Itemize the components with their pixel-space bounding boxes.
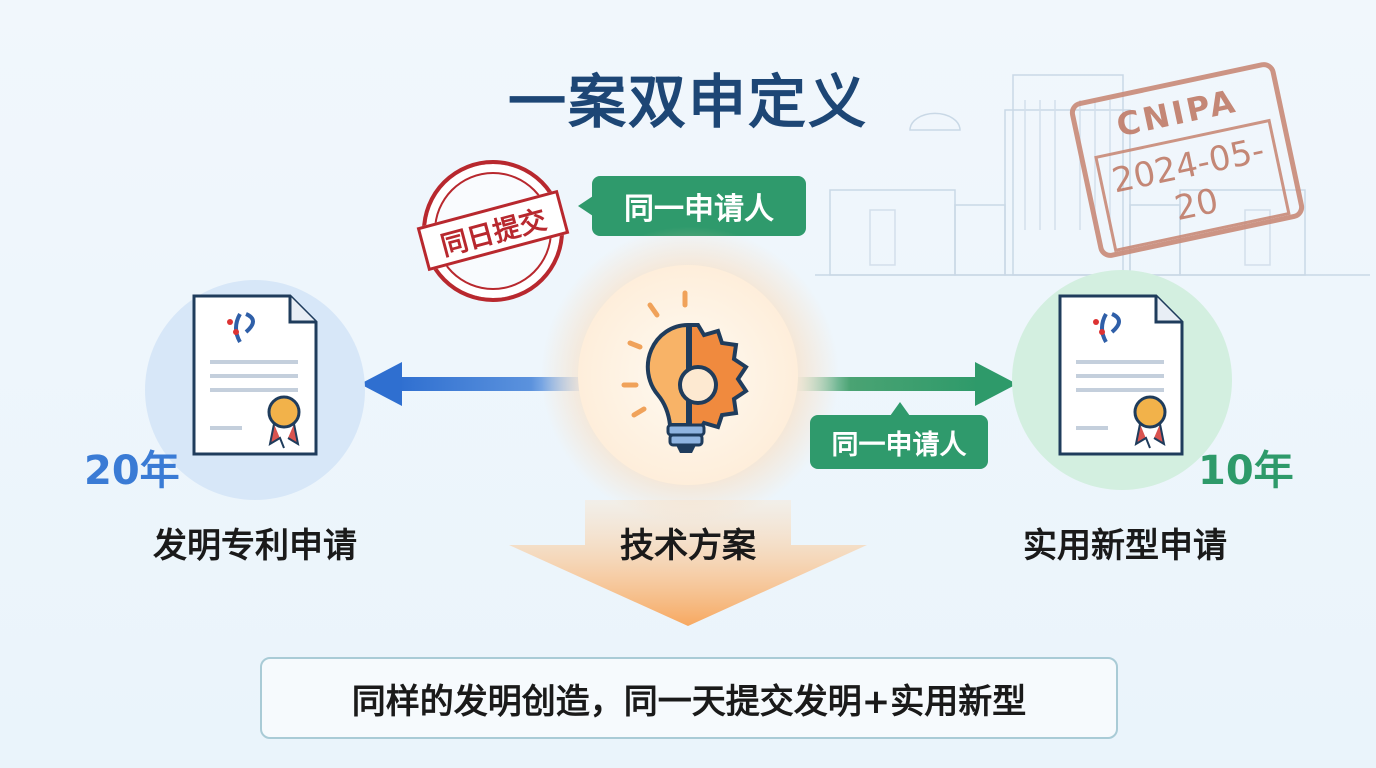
utility-model-term: 10年 <box>1198 448 1294 494</box>
down-arrow <box>509 500 867 626</box>
summary-text: 同样的发明创造，同一天提交发明+实用新型 <box>351 681 1027 722</box>
badge-pointer <box>890 402 910 416</box>
same-day-stamp-text: 同日提交 <box>416 189 570 272</box>
invention-label: 发明专利申请 <box>153 526 357 566</box>
summary-box: 同样的发明创造，同一天提交发明+实用新型 <box>260 657 1118 739</box>
tech-solution-label: 技术方案 <box>620 526 756 566</box>
same-applicant-badge-right: 同一申请人 <box>810 415 988 469</box>
same-day-stamp: 同日提交 <box>416 160 570 302</box>
invention-patent-document-icon <box>192 294 318 456</box>
badge-pointer <box>578 196 593 216</box>
badge-text: 同一申请人 <box>831 429 967 461</box>
utility-model-label: 实用新型申请 <box>1023 526 1227 566</box>
lightbulb-gear-icon <box>621 290 749 453</box>
arrow-to-utility-model <box>795 362 1017 406</box>
page-title: 一案双申定义 <box>507 68 868 136</box>
badge-text: 同一申请人 <box>624 192 774 227</box>
building-illustration <box>815 74 1370 276</box>
invention-term: 20年 <box>84 448 180 494</box>
utility-model-document-icon <box>1058 294 1184 456</box>
